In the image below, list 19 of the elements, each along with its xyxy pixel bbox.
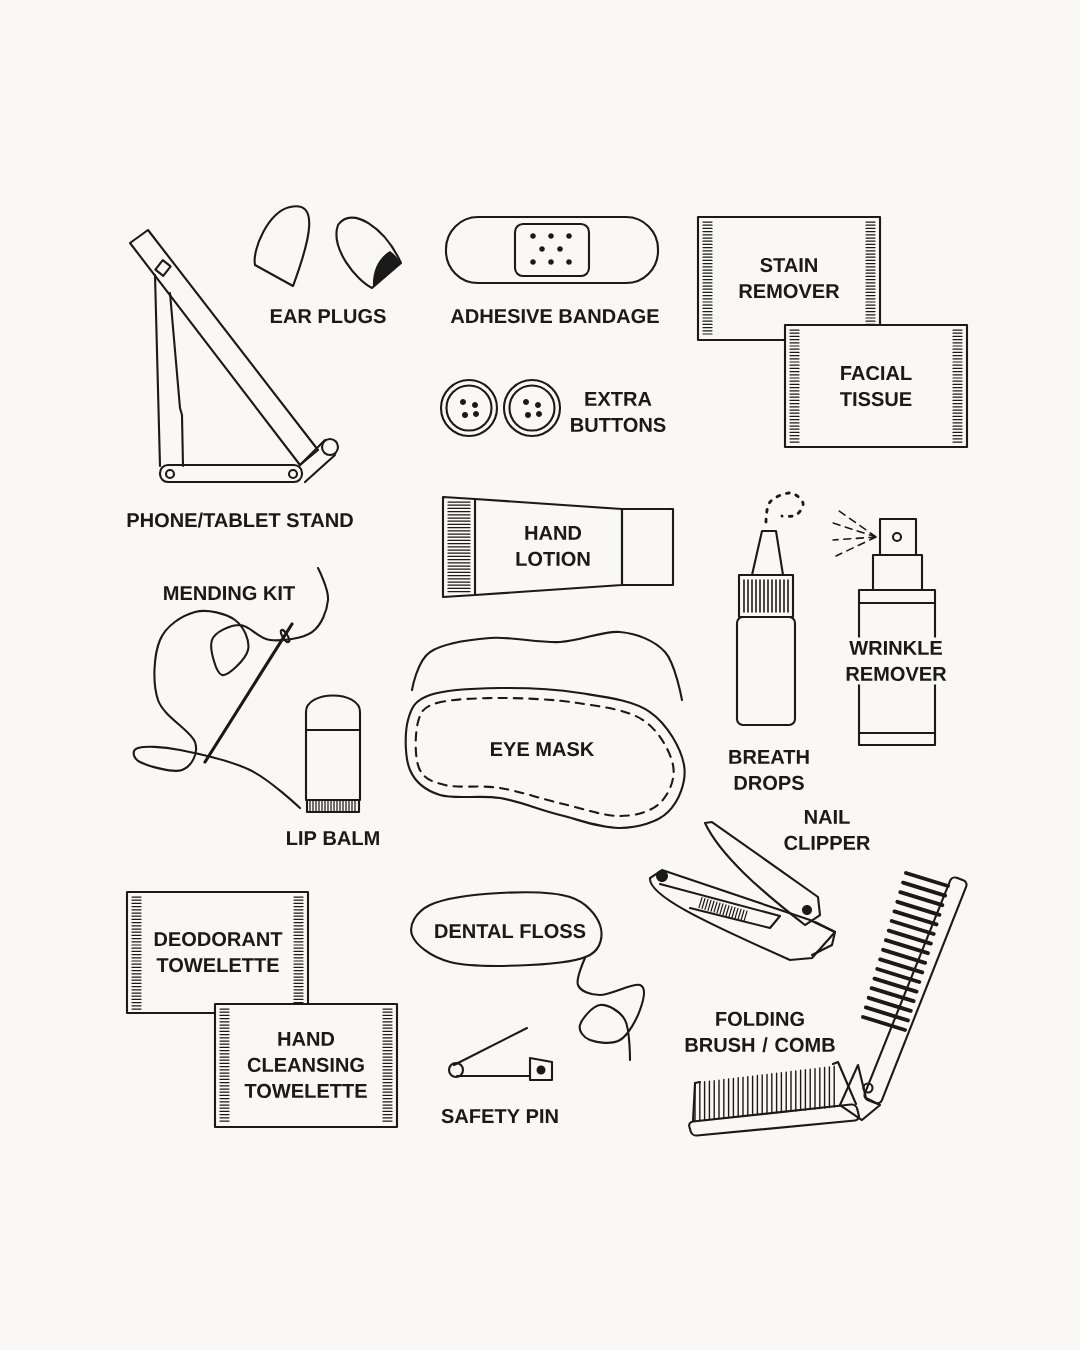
item-label: ADHESIVE BANDAGE [450, 308, 659, 324]
item-label: FOLDING BRUSH / COMB [685, 1011, 835, 1053]
item-label: EAR PLUGS [270, 308, 386, 324]
lotion-tube: HAND LOTION [441, 495, 675, 599]
item-label: LIP BALM [287, 831, 379, 845]
item-label: BREATH DROPS [729, 750, 809, 791]
item-label: MENDING KIT [164, 585, 295, 601]
item-label: NAIL CLIPPER [784, 810, 870, 851]
eye-mask: EYE MASK [404, 630, 686, 830]
spray-bottle: WRINKLE REMOVER [832, 507, 958, 747]
packet-box: FACIAL TISSUE [783, 323, 969, 449]
item-label: PHONE/TABLET STAND [127, 512, 353, 528]
packet-box: STAIN REMOVER [696, 215, 882, 342]
node-label: HAND LOTION [516, 526, 590, 567]
floss-loop: DENTAL FLOSS [410, 891, 645, 1062]
packet-box: HAND CLEANSING TOWELETTE [213, 1002, 399, 1129]
packet-box: DEODORANT TOWELETTE [125, 890, 310, 1015]
item-label: SAFETY PIN [441, 1108, 558, 1124]
item-label: EXTRA BUTTONS [571, 392, 666, 433]
